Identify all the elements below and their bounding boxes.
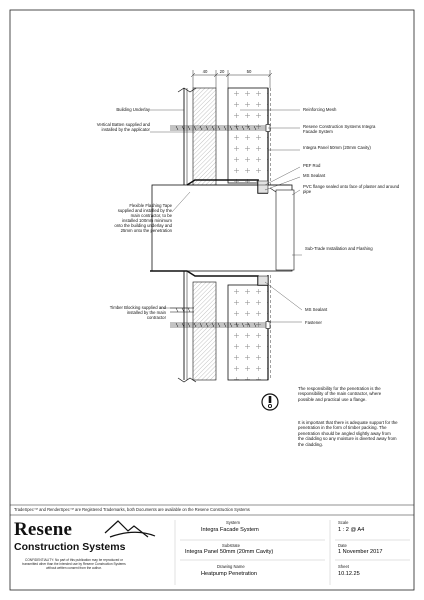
sheet-label: Sheet — [338, 564, 349, 569]
penetration — [151, 184, 295, 272]
sheet-border — [9, 9, 415, 591]
top-flange — [186, 179, 290, 194]
label-fastener: Fastener — [305, 320, 322, 325]
dimension-label: 40 — [202, 69, 208, 74]
title-block-lines — [174, 520, 410, 585]
label-vertical-batten: Vertical Batten supplied and installed b… — [96, 122, 150, 133]
scale-value: 1 : 2 @ A4 — [338, 527, 365, 533]
wall-upper — [183, 87, 271, 190]
trademark-footer: TradeSpec™ and RenderSpec™ are Registere… — [14, 507, 250, 512]
scale-label: Scale — [338, 520, 349, 525]
drawing-name-value: Heatpump Penetration — [201, 571, 257, 577]
confidentiality-notice: CONFIDENTIALITY: No part of this publica… — [22, 558, 126, 571]
bottom-flange — [150, 270, 269, 286]
substrate-value: Integra Panel 50mm (20mm Cavity) — [185, 549, 274, 555]
date-value: 1 November 2017 — [338, 549, 383, 555]
label-reinforcing-mesh: Reinforcing Mesh — [303, 107, 337, 112]
label-subtrade: Sub-Trade Installation and Flashing — [305, 246, 373, 251]
label-timber-blocking: Timber Blocking supplied and installed b… — [109, 305, 166, 321]
note-support: It is important that there is adequate s… — [298, 420, 398, 447]
screw-fasteners — [170, 124, 271, 329]
label-pvc-flange: PVC flange sealed onto face of plaster a… — [303, 184, 400, 195]
dimension-label: 20 — [219, 69, 225, 74]
logo-mark — [104, 520, 156, 538]
substrate-label: Substrate — [222, 543, 240, 548]
brand-logo-construction-systems: Construction Systems — [14, 541, 126, 553]
label-ms-sealant-top: MS Sealant — [303, 173, 326, 178]
leader-lines — [150, 109, 303, 323]
label-integra-panel: Integra Panel 50mm (20mm Cavity) — [303, 145, 371, 150]
label-flashing-tape: Flexible Flashing Tape supplied and inst… — [114, 203, 172, 234]
label-resene-system: Resene Construction Systems Integra Faca… — [303, 124, 376, 135]
brand-logo-resene: Resene — [14, 519, 73, 540]
sheet-value: 10.12.25 — [338, 571, 360, 577]
warning-icon — [261, 393, 279, 411]
break-marks — [177, 87, 197, 383]
system-value: Integra Facade System — [201, 527, 259, 533]
label-ms-sealant-bottom: MS Sealant — [305, 307, 328, 312]
dimension-line — [190, 70, 273, 88]
date-label: Date — [338, 543, 347, 548]
system-label: System — [226, 520, 240, 525]
label-pef-rod: PEF Rod — [303, 163, 321, 168]
label-building-underlay: Building Underlay — [116, 107, 150, 112]
dimension-label: 50 — [246, 69, 252, 74]
drawing-name-label: Drawing Name — [217, 564, 245, 569]
note-responsibility: The responsibility for the penetration i… — [298, 386, 382, 402]
wall-lower — [183, 270, 271, 381]
